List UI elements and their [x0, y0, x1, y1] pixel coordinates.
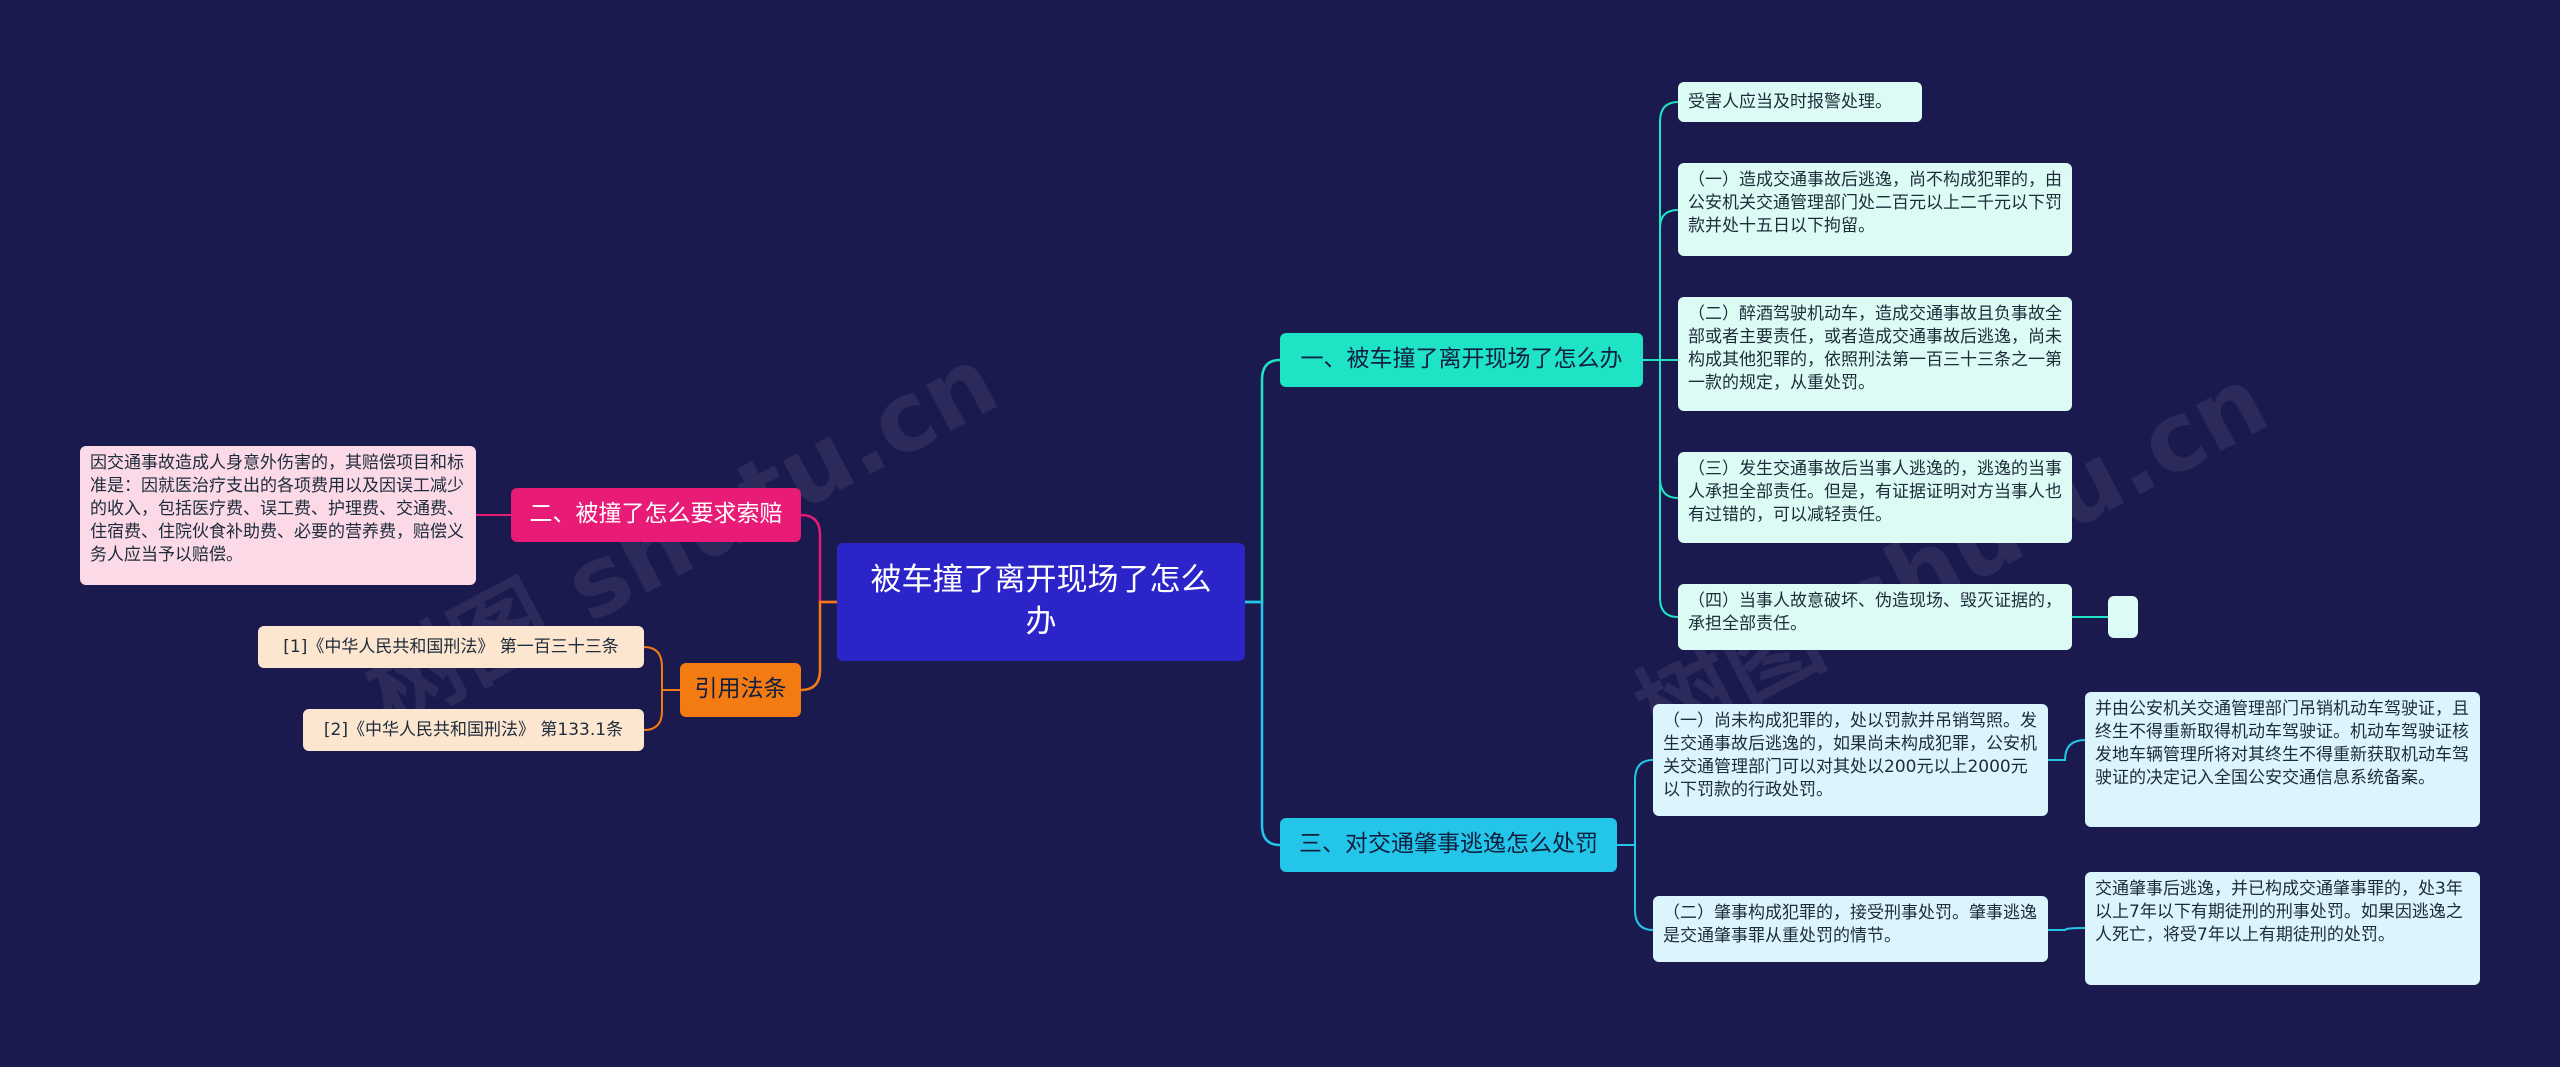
- leaf-text: （三）发生交通事故后当事人逃逸的，逃逸的当事人承担全部责任。但是，有证据证明对方…: [1688, 459, 2062, 525]
- leaf-text: 因交通事故造成人身意外伤害的，其赔偿项目和标准是：因就医治疗支出的各项费用以及因…: [90, 453, 464, 565]
- branch-3-leaf-1[interactable]: （二）肇事构成犯罪的，接受刑事处罚。肇事逃逸是交通肇事罪从重处罚的情节。: [1653, 896, 2048, 962]
- leaf-text: （四）当事人故意破坏、伪造现场、毁灭证据的，承担全部责任。: [1688, 591, 2062, 634]
- link-b1-leaf1: [1643, 209, 1679, 361]
- branch-4-label: 引用法条: [694, 676, 787, 703]
- branch-3-leaf-1-child[interactable]: 交通肇事后逃逸，并已构成交通肇事罪的，处3年以上7年以下有期徒刑的刑事处罚。如果…: [2085, 872, 2480, 985]
- empty-child-node[interactable]: [2108, 596, 2138, 638]
- branch-1-leaf-4[interactable]: （四）当事人故意破坏、伪造现场、毁灭证据的，承担全部责任。: [1678, 584, 2072, 650]
- leaf-text: 交通肇事后逃逸，并已构成交通肇事罪的，处3年以上7年以下有期徒刑的刑事处罚。如果…: [2095, 879, 2463, 945]
- link-b4-leaf1: [643, 689, 680, 731]
- link-b3-leaf0: [1617, 759, 1654, 846]
- leaf-text: （一）尚未构成犯罪的，处以罚款并吊销驾照。发生交通事故后逃逸的，如果尚未构成犯罪…: [1663, 711, 2037, 800]
- leaf-text: [1]《中华人民共和国刑法》 第一百三十三条: [283, 636, 619, 657]
- root-topic[interactable]: 被车撞了离开现场了怎么办: [837, 543, 1245, 661]
- root-topic-label: 被车撞了离开现场了怎么办: [870, 562, 1212, 640]
- link-b1-leaf0: [1643, 101, 1679, 361]
- branch-2-topic[interactable]: 二、被撞了怎么要求索赔: [511, 488, 801, 542]
- leaf-text: （二）肇事构成犯罪的，接受刑事处罚。肇事逃逸是交通肇事罪从重处罚的情节。: [1663, 903, 2037, 946]
- branch-3-topic[interactable]: 三、对交通肇事逃逸怎么处罚: [1280, 818, 1617, 872]
- branch-3-label: 三、对交通肇事逃逸怎么处罚: [1299, 831, 1598, 858]
- branch-1-leaf-0[interactable]: 受害人应当及时报警处理。: [1678, 82, 1922, 122]
- branch-1-leaf-2[interactable]: （二）醉酒驾驶机动车，造成交通事故且负事故全部或者主要责任，或者造成交通事故后逃…: [1678, 297, 2072, 411]
- leaf-text: 受害人应当及时报警处理。: [1688, 91, 1892, 112]
- branch-3-leaf-0-child[interactable]: 并由公安机关交通管理部门吊销机动车驾驶证，且终生不得重新取得机动车驾驶证。机动车…: [2085, 692, 2480, 827]
- leaf-text: [2]《中华人民共和国刑法》 第133.1条: [323, 719, 624, 740]
- branch-3-leaf-0[interactable]: （一）尚未构成犯罪的，处以罚款并吊销驾照。发生交通事故后逃逸的，如果尚未构成犯罪…: [1653, 704, 2048, 816]
- link-root-b3: [1245, 600, 1281, 847]
- leaf-text: （一）造成交通事故后逃逸，尚不构成犯罪的，由公安机关交通管理部门处二百元以上二千…: [1688, 170, 2062, 236]
- branch-1-topic[interactable]: 一、被车撞了离开现场了怎么办: [1280, 333, 1643, 387]
- leaf-text: 并由公安机关交通管理部门吊销机动车驾驶证，且终生不得重新取得机动车驾驶证。机动车…: [2095, 699, 2469, 788]
- branch-2-label: 二、被撞了怎么要求索赔: [529, 501, 783, 528]
- link-b1-leaf4: [1643, 359, 1679, 618]
- branch-2-leaf[interactable]: 因交通事故造成人身意外伤害的，其赔偿项目和标准是：因就医治疗支出的各项费用以及因…: [80, 446, 476, 585]
- leaf-text: （二）醉酒驾驶机动车，造成交通事故且负事故全部或者主要责任，或者造成交通事故后逃…: [1688, 304, 2062, 393]
- branch-1-leaf-1[interactable]: （一）造成交通事故后逃逸，尚不构成犯罪的，由公安机关交通管理部门处二百元以上二千…: [1678, 163, 2072, 256]
- link-b3-leaf1-child: [2048, 927, 2086, 931]
- link-b3-leaf0-child: [2048, 739, 2086, 761]
- link-b3-leaf1: [1617, 844, 1654, 931]
- branch-1-label: 一、被车撞了离开现场了怎么办: [1300, 346, 1623, 373]
- link-b4-leaf0: [643, 646, 680, 691]
- link-root-b1: [1245, 358, 1281, 604]
- branch-4-topic[interactable]: 引用法条: [680, 663, 801, 717]
- branch-1-leaf-3[interactable]: （三）发生交通事故后当事人逃逸的，逃逸的当事人承担全部责任。但是，有证据证明对方…: [1678, 452, 2072, 543]
- branch-4-leaf-0[interactable]: [1]《中华人民共和国刑法》 第一百三十三条: [258, 626, 644, 668]
- link-root-b2: [800, 513, 837, 604]
- link-root-b4: [800, 600, 837, 692]
- branch-4-leaf-1[interactable]: [2]《中华人民共和国刑法》 第133.1条: [303, 709, 644, 751]
